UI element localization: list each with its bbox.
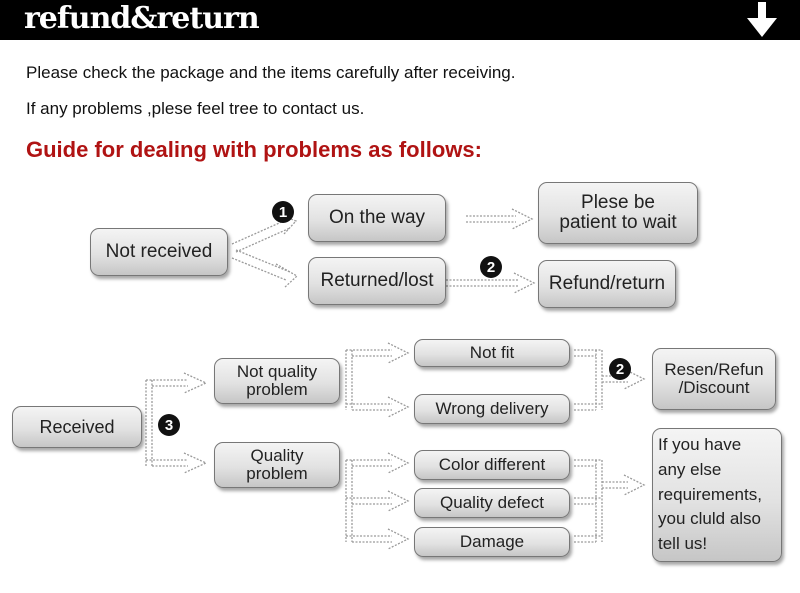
refund-return-label: Refund/return [548,273,666,295]
received-box: Received [12,406,142,448]
wrong-delivery-box: Wrong delivery [414,394,570,424]
quality-defect-box: Quality defect [414,488,570,518]
guide-title: Guide for dealing with problems as follo… [26,137,482,162]
not-quality-line-1: Not quality [236,362,318,382]
refund-return-box: Refund/return [538,260,676,308]
header-bar: refund&return [0,0,800,40]
not-fit-label: Not fit [469,343,515,363]
resend-line-2: /Discount [678,378,750,397]
not-received-label: Not received [105,241,213,263]
quality-line-2: problem [246,464,308,483]
returned-lost-box: Returned/lost [308,257,446,305]
step-badge-3: 3 [158,414,180,436]
received-label: Received [39,416,115,437]
color-different-box: Color different [414,450,570,480]
intro-line-1: Please check the package and the items c… [26,63,516,82]
else-line-4: you cluld also [658,509,762,529]
damage-label: Damage [459,532,525,552]
intro-line-2: If any problems ,plese feel tree to cont… [26,99,365,118]
quality-problem-box: Quality problem [214,442,340,488]
else-line-3: requirements, [658,484,762,504]
step-badge-1: 1 [272,201,294,223]
not-fit-box: Not fit [414,339,570,367]
quality-line-1: Quality [250,446,304,466]
quality-defect-label: Quality defect [440,493,544,513]
resend-refund-discount-box: Resen/Refun /Discount [652,348,776,410]
color-different-label: Color different [438,455,546,475]
on-the-way-box: On the way [308,194,446,242]
patient-wait-box: Plese be patient to wait [538,182,698,244]
not-quality-problem-box: Not quality problem [214,358,340,404]
header-title: refund&return [24,1,260,36]
wrong-delivery-label: Wrong delivery [435,399,549,419]
step-badge-2-top: 2 [480,256,502,278]
returned-lost-label: Returned/lost [320,270,434,292]
step-badge-2-bottom: 2 [609,358,631,380]
else-line-2: any else [658,459,722,479]
on-the-way-label: On the way [328,207,426,229]
patient-wait-line-2: patient to wait [559,212,677,233]
resend-line-1: Resen/Refun [664,360,764,380]
not-received-box: Not received [90,228,228,276]
else-line-5: tell us! [658,534,708,554]
else-line-1: If you have [658,434,742,454]
damage-box: Damage [414,527,570,557]
patient-wait-line-1: Plese be [581,192,655,214]
not-quality-line-2: problem [246,380,308,399]
down-arrow-icon [747,2,777,37]
else-requirements-box: If you have any else requirements, you c… [652,428,782,562]
